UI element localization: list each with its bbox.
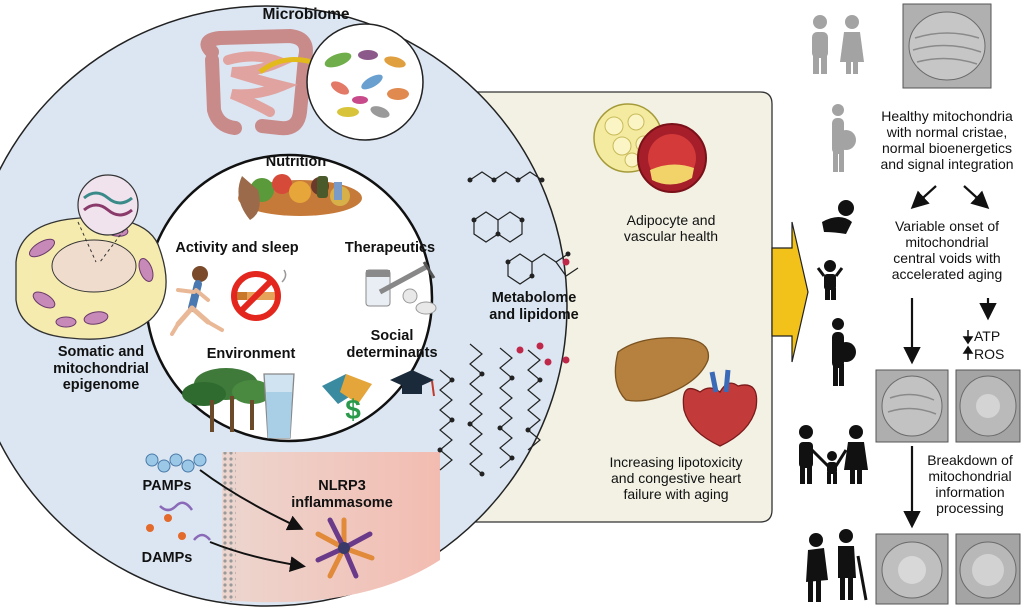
couple-icon (812, 15, 864, 74)
liver-icon (614, 337, 710, 402)
blood-vessel-icon (637, 123, 707, 193)
nlrp3-label: NLRP3 inflammasome (291, 478, 393, 511)
atom-dots (437, 177, 571, 477)
ros-label: ROS (974, 346, 1005, 362)
dna-bubble (77, 174, 139, 263)
pamps-label: PAMPs (142, 478, 192, 494)
pamps-arrow (199, 469, 304, 531)
elderly-couple-icon (806, 529, 868, 602)
nutrition-label: Nutrition (265, 154, 327, 170)
activity-label: Activity and sleep (175, 240, 299, 256)
cell-membrane (222, 452, 236, 602)
pamps-icon (145, 453, 207, 473)
transition-arrow (771, 221, 809, 363)
somatic-cell (15, 216, 167, 340)
child-icon (816, 260, 844, 300)
trees-icon (182, 368, 272, 432)
micrograph-healthy (902, 3, 992, 89)
nlrp3-complex (315, 517, 375, 579)
no-smoking-icon (231, 269, 287, 321)
damps-arrow (209, 541, 306, 573)
family-icon (799, 425, 868, 484)
water-glass-icon (263, 373, 295, 439)
handshake-icon (322, 374, 372, 404)
pregnant-woman-grey-icon (832, 104, 856, 172)
lipotoxicity-label: Increasing lipotoxicity and congestive h… (609, 454, 743, 503)
ros-up-arrow (962, 345, 974, 360)
atp-label: ATP (974, 328, 1001, 344)
runner-icon (170, 266, 224, 336)
breakdown-label: Breakdown of mitochondrial information p… (927, 452, 1013, 517)
healthy-mitochondria-label: Healthy mitochondria with normal cristae… (880, 108, 1014, 173)
heart-icon (682, 369, 758, 447)
micrograph-variable-2 (955, 369, 1021, 443)
micrograph-breakdown-1 (875, 533, 949, 605)
metabolome-label: Metabolome and lipidome (489, 290, 579, 323)
oxygen-atoms (516, 258, 570, 366)
medication-icon (365, 261, 437, 315)
micrograph-variable-1 (875, 369, 949, 443)
infant-icon (822, 200, 854, 234)
micrograph-breakdown-2 (955, 533, 1021, 605)
damps-label: DAMPs (141, 550, 193, 566)
flow-arrows (903, 185, 997, 529)
therapeutics-label: Therapeutics (344, 240, 436, 256)
variable-onset-label: Variable onset of mitochondrial central … (891, 218, 1003, 283)
epigenome-label: Somatic and mitochondrial epigenome (53, 344, 149, 394)
atp-down-arrow (962, 330, 974, 345)
damps-icon (146, 501, 211, 541)
molecule-structures (439, 171, 579, 475)
adipocyte-label: Adipocyte and vascular health (623, 212, 719, 245)
environment-label: Environment (206, 346, 296, 362)
pregnant-woman-icon (832, 318, 856, 386)
food-icon (238, 174, 362, 220)
microbe-bubble (306, 23, 424, 141)
social-determinants-label: Social determinants (346, 328, 438, 361)
graduation-cap-icon (390, 370, 435, 397)
microbiome-label: Microbiome (262, 6, 350, 23)
dollar-sign-icon: $ (345, 394, 361, 425)
